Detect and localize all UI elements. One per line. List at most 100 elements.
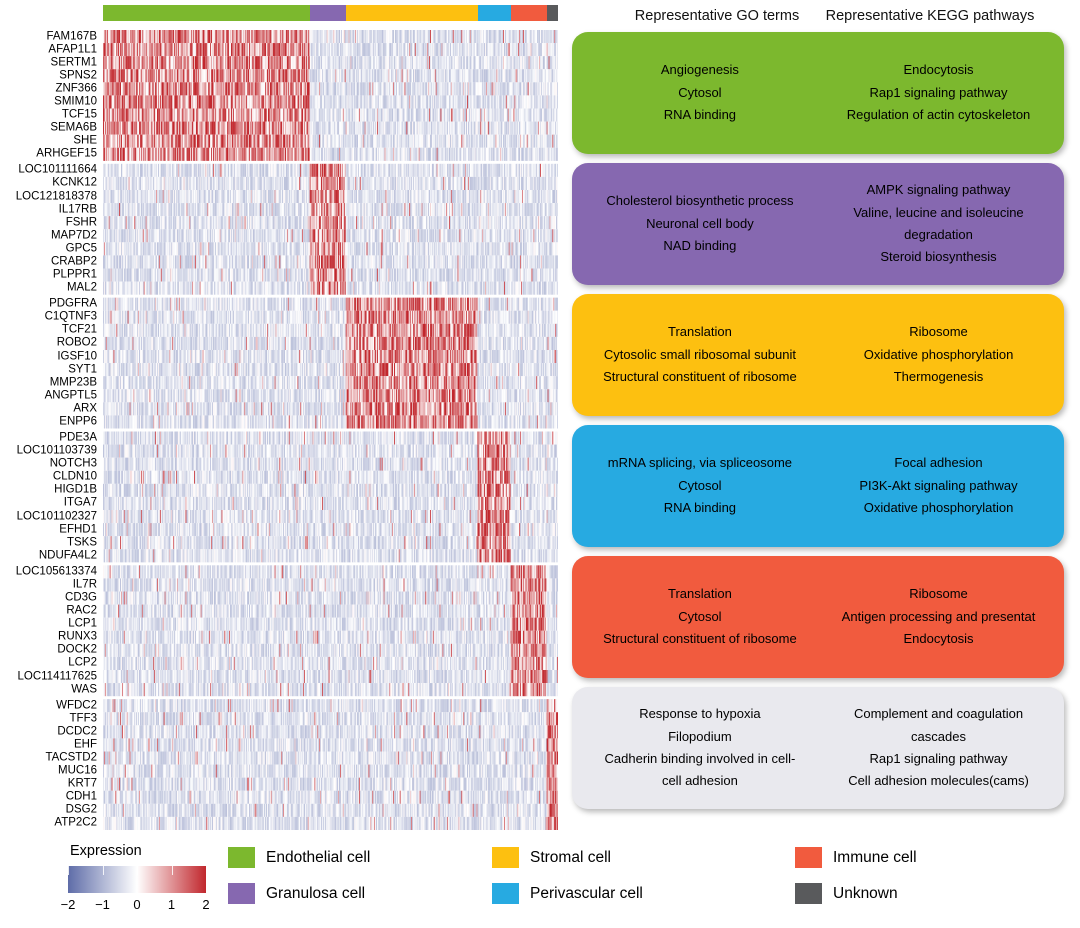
legend-item-unknown: Unknown xyxy=(795,883,898,904)
gene-label: NOTCH3 xyxy=(49,457,97,470)
gene-label: CD3G xyxy=(65,591,97,604)
colorbar-tick-label: −2 xyxy=(60,897,76,912)
gene-label: ATP2C2 xyxy=(54,816,97,829)
kegg-pathway: Ribosome xyxy=(909,586,968,602)
colorbar-tick-label: 0 xyxy=(133,897,141,912)
kegg-pathway: Ribosome xyxy=(909,324,968,340)
legend-swatch xyxy=(228,883,255,904)
annotation-segment-endothelial-cell xyxy=(103,5,311,21)
kegg-pathways-header: Representative KEGG pathways xyxy=(825,8,1035,24)
legend-swatch xyxy=(795,847,822,868)
gene-label: RUNX3 xyxy=(58,630,97,643)
kegg-pathway: Endocytosis xyxy=(903,631,974,647)
go-term: Cytosol xyxy=(678,477,722,493)
legend-swatch xyxy=(795,883,822,904)
go-term: Structural constituent of ribosome xyxy=(603,631,797,647)
go-term: RNA binding xyxy=(663,500,737,516)
kegg-pathway: Thermogenesis xyxy=(893,369,984,385)
go-term: Translation xyxy=(667,324,732,340)
gene-label: TCF15 xyxy=(61,108,97,121)
gene-label: LCP2 xyxy=(68,656,97,669)
go-term: RNA binding xyxy=(663,107,737,123)
gene-label: C1QTNF3 xyxy=(44,310,97,323)
legend-item-granulosa-cell: Granulosa cell xyxy=(228,883,365,904)
legend-label: Perivascular cell xyxy=(530,884,643,902)
gene-label: DCDC2 xyxy=(57,725,97,738)
gene-label: NDUFA4L2 xyxy=(38,549,97,562)
gene-label: LOC101103739 xyxy=(16,444,97,457)
gene-label: KCNK12 xyxy=(52,176,97,189)
legend-item-immune-cell: Immune cell xyxy=(795,847,917,868)
column-annotation-bar xyxy=(103,5,558,21)
gene-label: SPNS2 xyxy=(59,69,97,82)
gene-label: LOC101111664 xyxy=(18,163,97,176)
colorbar-tick xyxy=(137,866,138,875)
kegg-pathway: Cell adhesion molecules(cams) xyxy=(848,773,1029,789)
gene-label: IGSF10 xyxy=(57,349,97,362)
go-term: Response to hypoxia xyxy=(639,706,761,722)
gene-label: ITGA7 xyxy=(63,496,97,509)
gene-label: ROBO2 xyxy=(56,336,97,349)
gene-label: TCF21 xyxy=(61,323,97,336)
gene-label: SEMA6B xyxy=(50,121,97,134)
go-term: Filopodium xyxy=(668,728,732,744)
legend-swatch xyxy=(492,847,519,868)
gene-label: EHF xyxy=(74,738,97,751)
gene-label: ANGPTL5 xyxy=(44,389,97,402)
legend-item-stromal-cell: Stromal cell xyxy=(492,847,611,868)
gene-label: CDH1 xyxy=(65,790,97,803)
gene-label: LOC114117625 xyxy=(17,669,97,682)
gene-label: SERTM1 xyxy=(50,55,97,68)
gene-label: WAS xyxy=(71,682,97,695)
expression-legend-title: Expression xyxy=(70,843,142,859)
go-term: Angiogenesis xyxy=(660,62,739,78)
annotation-segment-unknown xyxy=(547,5,558,21)
gene-label: ARHGEF15 xyxy=(36,147,97,160)
kegg-pathway: Regulation of actin cytoskeleton xyxy=(846,107,1031,123)
gene-label: AFAP1L1 xyxy=(48,42,97,55)
gene-label: DSG2 xyxy=(65,803,97,816)
annotation-segment-immune-cell xyxy=(511,5,548,21)
go-term: Cholesterol biosynthetic process xyxy=(606,193,794,209)
gene-label: TSKS xyxy=(66,535,97,548)
gene-label: MUC16 xyxy=(58,764,97,777)
colorbar-tick-label: 2 xyxy=(202,897,210,912)
gene-label: EFHD1 xyxy=(59,522,97,535)
gene-label: HIGD1B xyxy=(54,483,97,496)
gene-label: IL17RB xyxy=(58,202,97,215)
gene-label: FSHR xyxy=(65,215,97,228)
go-term: Cadherin binding involved in cell-cell a… xyxy=(604,751,796,789)
gene-label: ENPP6 xyxy=(59,415,97,428)
kegg-pathway: Oxidative phosphorylation xyxy=(863,500,1014,516)
annotation-segment-stromal-cell xyxy=(345,5,478,21)
kegg-pathway: Valine, leucine and isoleucine degradati… xyxy=(853,204,1024,242)
go-term: Structural constituent of ribosome xyxy=(603,369,797,385)
go-term: mRNA splicing, via spliceosome xyxy=(607,455,793,471)
go-terms-header: Representative GO terms xyxy=(634,8,800,24)
legend-label: Unknown xyxy=(833,884,898,902)
go-term: Translation xyxy=(667,586,732,602)
go-term: Cytosol xyxy=(678,608,722,624)
gene-label: LOC121818378 xyxy=(15,189,97,202)
gene-label: PDGFRA xyxy=(49,297,97,310)
legend-swatch xyxy=(492,883,519,904)
colorbar-tick xyxy=(68,866,69,875)
